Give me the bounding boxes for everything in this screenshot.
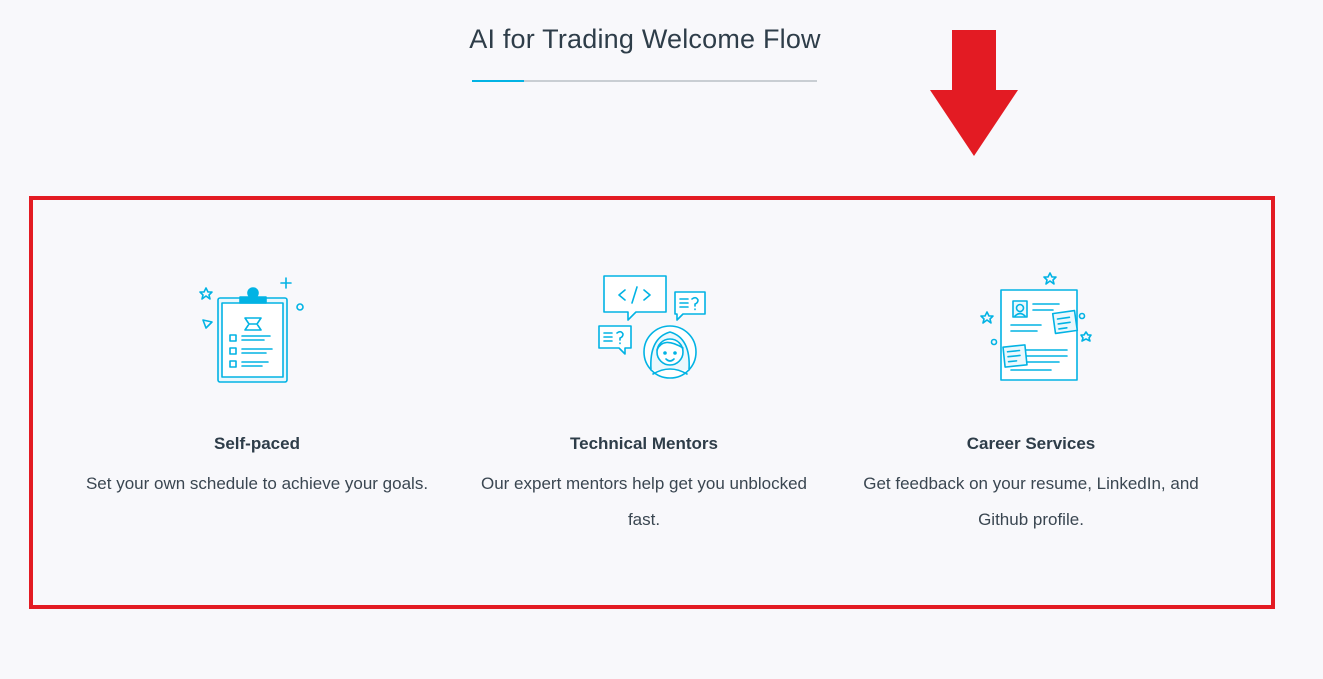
feature-title: Career Services [966, 434, 1096, 453]
title-underline-accent [472, 80, 524, 82]
title-underline [472, 80, 817, 82]
red-arrow-annotation [930, 30, 1018, 156]
feature-description: Our expert mentors help get you unblocke… [480, 474, 808, 529]
feature-career-services: Career Services Get feedback on your res… [831, 270, 1231, 538]
feature-title: Technical Mentors [570, 434, 718, 453]
page-title: AI for Trading Welcome Flow [469, 24, 821, 54]
feature-description: Set your own schedule to achieve your go… [85, 474, 429, 493]
highlight-box-annotation [29, 196, 1275, 609]
feature-technical-mentors: Technical Mentors Our expert mentors hel… [444, 270, 844, 538]
feature-description: Get feedback on your resume, LinkedIn, a… [863, 474, 1199, 529]
feature-self-paced: Self-paced Set your own schedule to achi… [57, 270, 457, 502]
clipboard-checklist-icon [199, 277, 304, 383]
resume-document-icon [980, 272, 1092, 381]
mentor-chat-icon [598, 275, 706, 379]
feature-title: Self-paced [214, 434, 300, 453]
